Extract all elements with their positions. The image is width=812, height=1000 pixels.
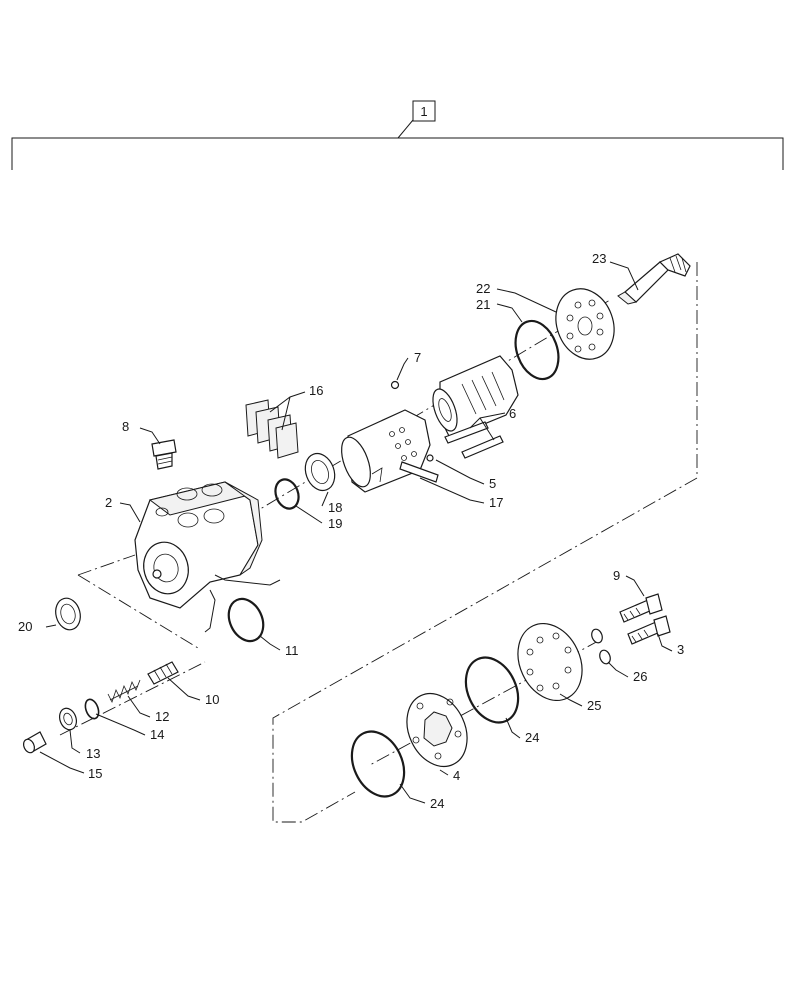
- bolt-part-3[interactable]: [627, 615, 671, 645]
- leader-lines: [39, 261, 673, 804]
- callout-22[interactable]: 22: [476, 281, 490, 296]
- bolt-part-9[interactable]: [619, 593, 663, 623]
- valve-housing-part-2[interactable]: [134, 481, 263, 609]
- callout-5[interactable]: 5: [489, 476, 496, 491]
- callout-19[interactable]: 19: [328, 516, 342, 531]
- callout-24-lower[interactable]: 24: [430, 796, 444, 811]
- callout-12[interactable]: 12: [155, 709, 169, 724]
- check-ball-part-7[interactable]: [390, 380, 400, 390]
- thrust-ring-part-18[interactable]: [300, 449, 339, 494]
- callout-9[interactable]: 9: [613, 568, 620, 583]
- callout-4[interactable]: 4: [453, 768, 460, 783]
- assembly-bracket: 1: [11, 100, 784, 170]
- callout-1[interactable]: 1: [420, 104, 427, 119]
- o-ring-part-11[interactable]: [222, 593, 270, 646]
- callout-20[interactable]: 20: [18, 619, 32, 634]
- callout-14[interactable]: 14: [150, 727, 164, 742]
- callout-25[interactable]: 25: [587, 698, 601, 713]
- callout-7[interactable]: 7: [414, 350, 421, 365]
- callout-3[interactable]: 3: [677, 642, 684, 657]
- callout-labels: 23 22 21 7 16 6 8 5 17 18 19 2 9 20 3 11…: [18, 251, 684, 811]
- o-ring-part-24-lower[interactable]: [342, 723, 414, 805]
- gerotor-part-4[interactable]: [396, 684, 479, 777]
- callout-13[interactable]: 13: [86, 746, 100, 761]
- callout-11[interactable]: 11: [285, 643, 299, 658]
- spring-part-12[interactable]: [107, 679, 141, 704]
- centering-springs-part-16[interactable]: [245, 399, 299, 459]
- callout-8[interactable]: 8: [122, 419, 129, 434]
- o-ring-part-24-upper[interactable]: [456, 649, 528, 731]
- o-ring-part-21[interactable]: [508, 315, 566, 385]
- callout-26[interactable]: 26: [633, 669, 647, 684]
- port-plug-part-8[interactable]: [151, 439, 177, 470]
- o-ring-part-19[interactable]: [272, 476, 303, 512]
- callout-15[interactable]: 15: [88, 766, 102, 781]
- callout-17[interactable]: 17: [489, 495, 503, 510]
- spool-body[interactable]: [336, 409, 431, 493]
- callout-10[interactable]: 10: [205, 692, 219, 707]
- washer-part-26[interactable]: [590, 628, 612, 666]
- cross-pin-part-17[interactable]: [399, 461, 439, 483]
- callout-24-upper[interactable]: 24: [525, 730, 539, 745]
- seal-part-13[interactable]: [57, 706, 80, 732]
- spacer-plate-part-22[interactable]: [546, 281, 623, 368]
- relief-valve-part-10[interactable]: [147, 661, 179, 685]
- plug-part-15[interactable]: [22, 731, 47, 754]
- o-ring-part-14[interactable]: [83, 698, 101, 721]
- ball-part-5[interactable]: [426, 454, 434, 462]
- drive-shaft-part-23[interactable]: [617, 253, 691, 305]
- dust-seal-part-20[interactable]: [52, 595, 83, 632]
- callout-6[interactable]: 6: [509, 406, 516, 421]
- end-cap-part-25[interactable]: [506, 613, 594, 711]
- pins-part-6[interactable]: [444, 421, 504, 459]
- callout-23[interactable]: 23: [592, 251, 606, 266]
- callout-2[interactable]: 2: [105, 495, 112, 510]
- callout-21[interactable]: 21: [476, 297, 490, 312]
- callout-16[interactable]: 16: [309, 383, 323, 398]
- spool-sleeve[interactable]: [428, 355, 519, 439]
- callout-18[interactable]: 18: [328, 500, 342, 515]
